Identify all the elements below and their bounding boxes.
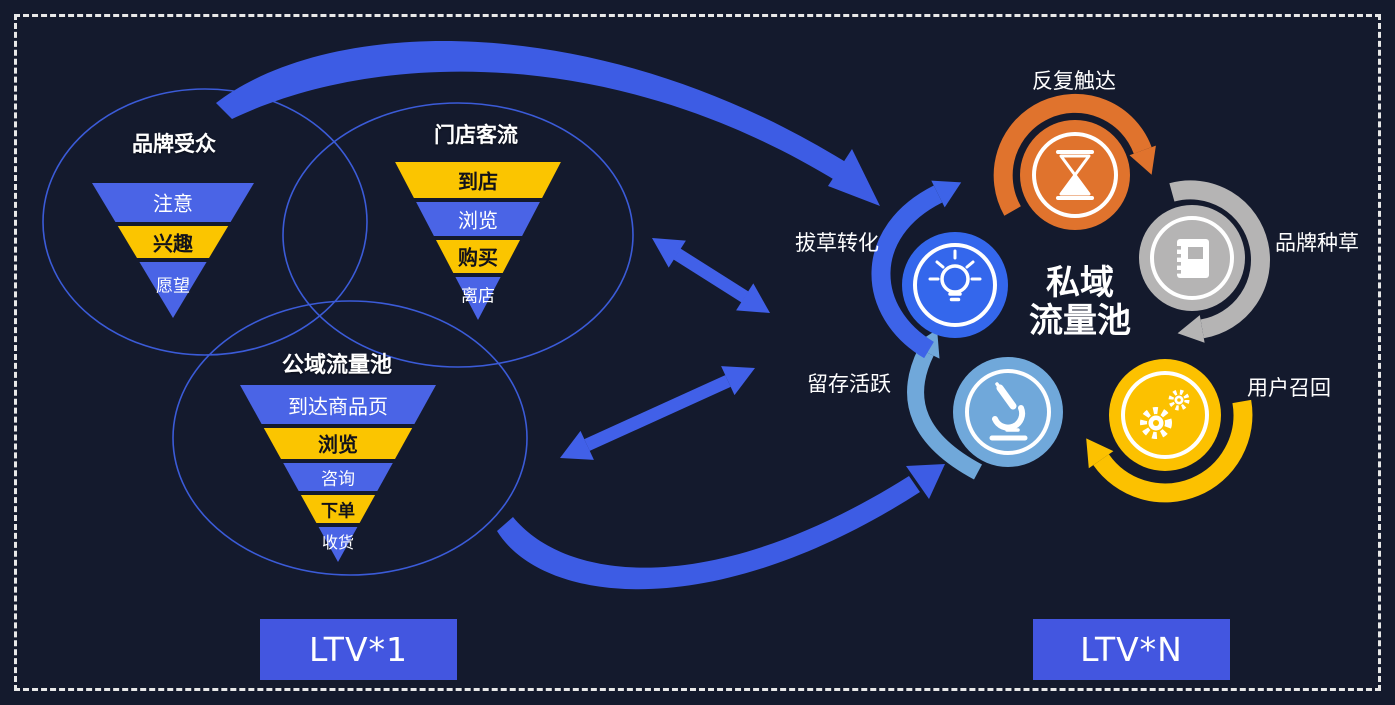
funnel-layer-label: 收货 [321, 533, 355, 552]
cycle-node-conversion [871, 180, 1008, 359]
cycle-center-title-line2: 流量池 [1029, 301, 1131, 341]
funnel-layer-label: 下单 [321, 501, 355, 522]
ellipse-store-traffic [282, 102, 634, 368]
cycle-center-title-line1: 私域 [1046, 262, 1114, 303]
ltv1-badge: LTV*1 [260, 619, 457, 680]
node-label-conversion: 拔草转化 [795, 231, 879, 255]
funnel-layer-label: 购买 [458, 245, 498, 270]
funnel-public-pool [240, 385, 436, 562]
funnel-layer-label: 浏览 [318, 432, 358, 457]
double-arrow-upper [652, 238, 770, 313]
bottom-swoosh-arrow [497, 464, 945, 590]
funnel-layer-label: 兴趣 [153, 231, 193, 256]
ltvn-badge-label: LTV*N [1080, 630, 1183, 669]
funnel-layer-label: 注意 [153, 191, 193, 216]
funnel-brand-audience [92, 183, 254, 318]
funnel-layer-label: 离店 [461, 286, 495, 307]
node-label-repeat-reach: 反复触达 [1032, 69, 1116, 93]
hourglass-icon [1056, 150, 1094, 200]
node-label-retention-active: 留存活跃 [807, 372, 891, 396]
top-swoosh-arrow [216, 41, 880, 206]
ltv1-badge-label: LTV*1 [308, 630, 409, 669]
funnel-title-brand-audience: 品牌受众 [132, 132, 216, 156]
cycle-center-title: 私域 流量池 [1029, 264, 1131, 340]
funnel-layer-label: 愿望 [156, 276, 190, 297]
cycle-node-user-recall [1086, 359, 1253, 503]
notebook-icon [1173, 239, 1209, 278]
cycle-node-repeat-reach [993, 93, 1156, 230]
double-arrow-lower [560, 366, 755, 460]
ltvn-badge: LTV*N [1033, 619, 1230, 680]
gears-icon [1140, 389, 1190, 439]
node-label-user-recall: 用户召回 [1247, 376, 1331, 400]
node-label-brand-seeding: 品牌种草 [1275, 231, 1359, 255]
lightbulb-icon [928, 249, 982, 302]
ellipse-public-pool [172, 300, 528, 576]
cycle-node-brand-seeding [1139, 180, 1270, 343]
microscope-icon [989, 382, 1028, 441]
funnel-layer-label: 到店 [458, 169, 498, 194]
funnel-title-store-traffic: 门店客流 [434, 123, 518, 147]
funnel-layer-label: 咨询 [321, 469, 355, 490]
funnel-layer-label: 到达商品页 [288, 394, 388, 419]
funnel-store-traffic [395, 162, 561, 320]
ellipse-brand-audience [42, 88, 368, 356]
funnel-layer-label: 浏览 [458, 208, 498, 233]
funnel-title-public-pool: 公域流量池 [281, 353, 393, 378]
cycle-node-retention-active [907, 329, 1063, 480]
